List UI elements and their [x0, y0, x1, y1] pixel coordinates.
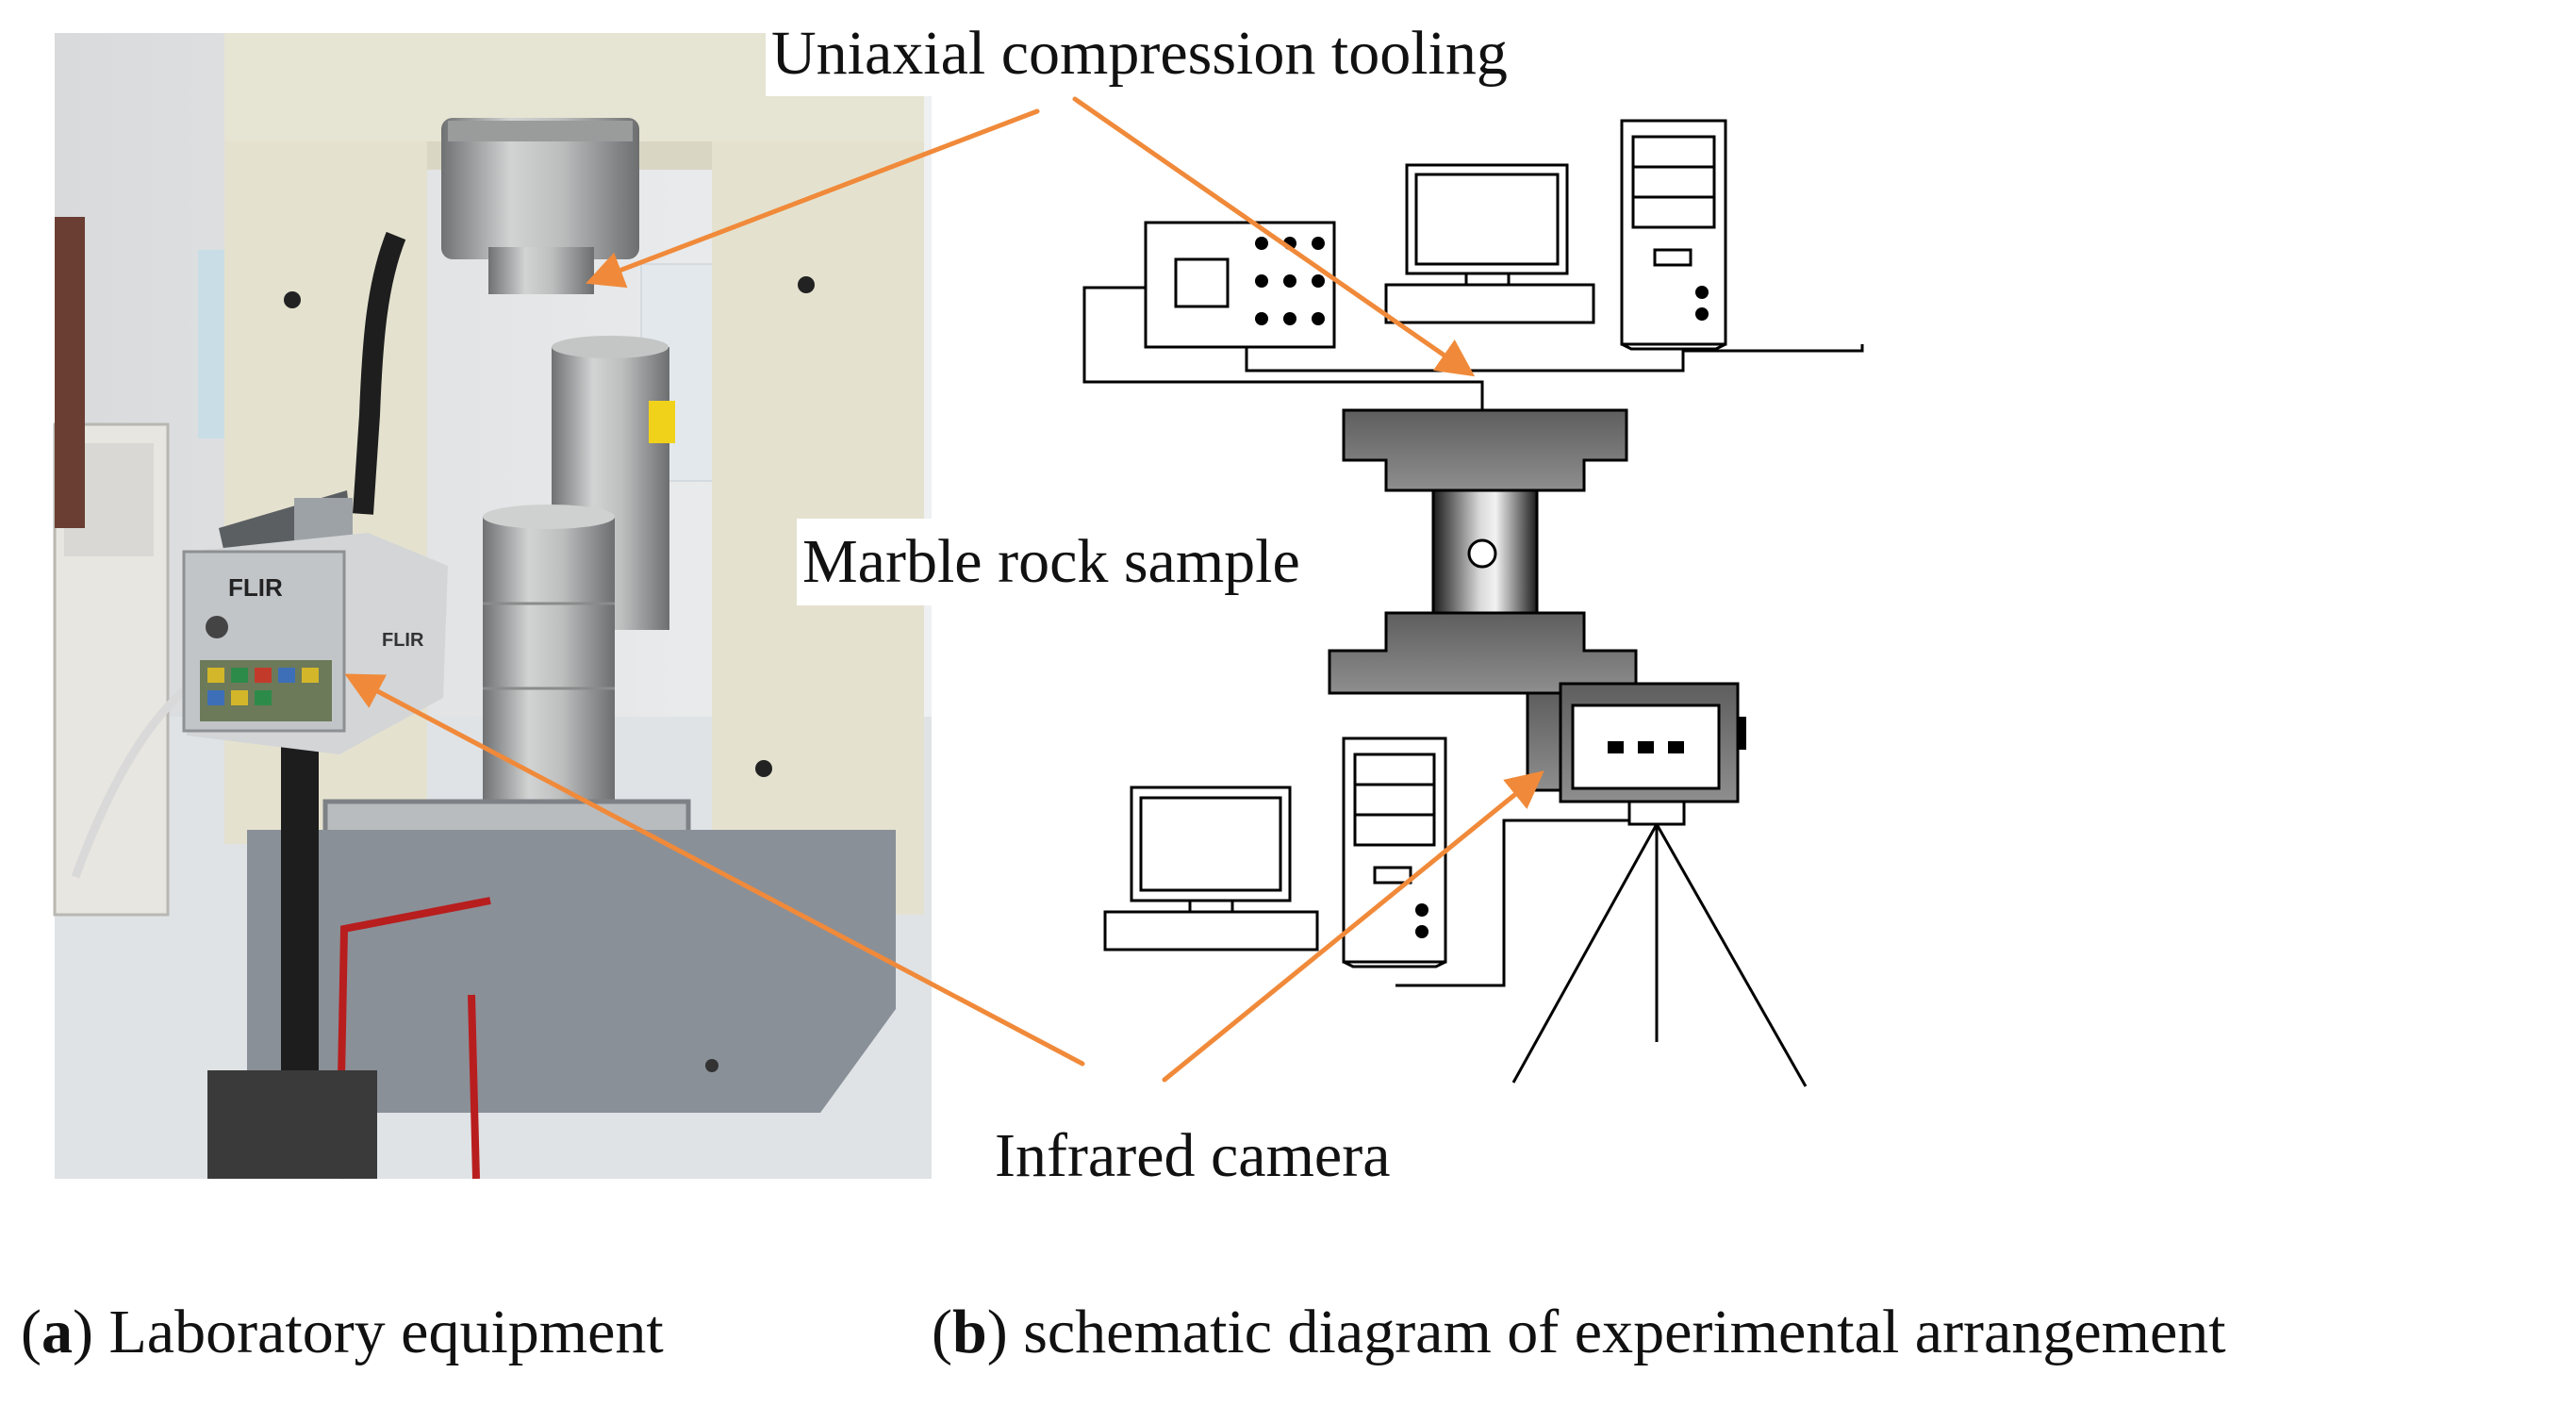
- tripod-schematic: [1511, 823, 1808, 1087]
- frame-right-column: [712, 33, 924, 915]
- wire-lower: [1395, 819, 1645, 987]
- compression-machine: [1328, 408, 1638, 695]
- controller-box: [1144, 221, 1336, 349]
- arrow-camera-schematic: [1162, 770, 1544, 1083]
- caption-a-text: Laboratory equipment: [108, 1298, 664, 1366]
- arrow-camera-photo: [344, 673, 1085, 1067]
- upper-platen: [441, 118, 639, 259]
- upper-platen-schematic: [1342, 408, 1628, 492]
- schematic-diagram: [1082, 119, 1864, 1087]
- machine-base: [247, 830, 896, 1113]
- label-uniaxial-compression-tooling: Uniaxial compression tooling: [766, 11, 1513, 96]
- upper-monitor: [1384, 163, 1595, 324]
- wire-controller-computer: [1245, 344, 1864, 372]
- infrared-camera-schematic: [1526, 682, 1746, 826]
- callout-arrows: [344, 96, 1544, 1083]
- label-marble-rock-sample: Marble rock sample: [797, 519, 1306, 605]
- lower-tower: [1342, 736, 1447, 968]
- caption-b-text: schematic diagram of experimental arrang…: [1023, 1298, 2226, 1366]
- laboratory-photo: FLIR FLIR: [53, 33, 932, 1180]
- caption-a: (a) Laboratory equipment: [21, 1298, 664, 1366]
- caption-b: (b) schematic diagram of experimental ar…: [932, 1298, 2226, 1366]
- upper-tower: [1620, 119, 1727, 351]
- front-cylinder: [483, 517, 615, 814]
- caption-a-letter: a: [41, 1298, 73, 1366]
- lower-monitor: [1103, 786, 1319, 951]
- flir-brand-text-side: FLIR: [382, 630, 424, 651]
- caption-b-letter: b: [951, 1298, 987, 1366]
- wire-upper-left: [1082, 286, 1484, 410]
- arrow-tooling-schematic: [1072, 96, 1476, 377]
- arrow-tooling-photo: [585, 108, 1040, 289]
- label-infrared-camera: Infrared camera: [995, 1121, 1391, 1190]
- lower-platen-schematic: [1328, 611, 1638, 695]
- flir-brand-text: FLIR: [228, 573, 283, 602]
